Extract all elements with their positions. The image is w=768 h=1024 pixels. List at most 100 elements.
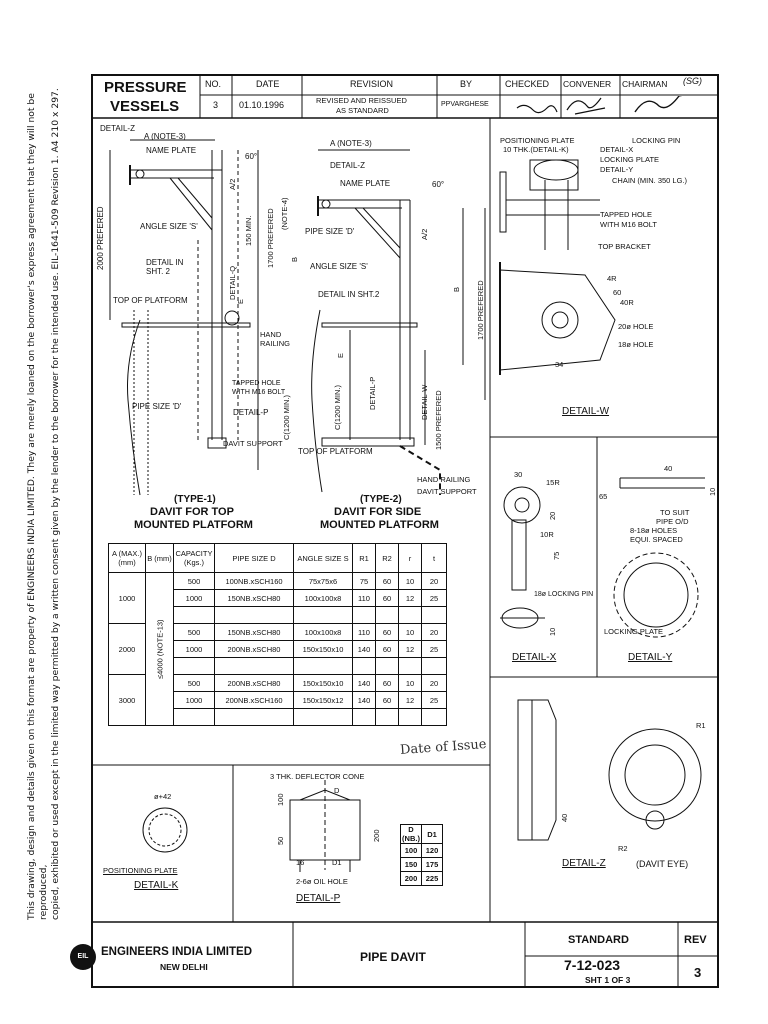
header-title-line2: VESSELS <box>110 98 180 115</box>
y-to-suit: TO SUIT <box>660 508 690 517</box>
detail-y-label: DETAIL-Y <box>628 652 673 663</box>
type2-label: (TYPE-2) <box>360 494 402 505</box>
detail-z-label: DETAIL-Z <box>562 858 606 869</box>
chairman-sign: (SG) <box>683 76 702 86</box>
cell-a: 2000 <box>108 623 146 675</box>
z-r2: R2 <box>618 844 628 853</box>
x-10r: 10R <box>540 530 554 539</box>
cell: 175 <box>421 857 443 872</box>
z-r1: R1 <box>696 721 706 730</box>
type1-title-line2: MOUNTED PLATFORM <box>134 519 253 531</box>
col-revision: REVISION <box>350 79 394 89</box>
w-60: 60 <box>613 288 622 297</box>
w-locking-plate: LOCKING PLATE <box>600 155 660 164</box>
y-pipe-od: PIPE O/D <box>656 517 689 526</box>
cell: 20 <box>421 572 447 590</box>
w-18-hole: 18ø HOLE <box>618 340 654 349</box>
cell: 100NB.xSCH160 <box>214 572 294 590</box>
detail-k-label: DETAIL-K <box>134 880 179 891</box>
detail-z-sub: (DAVIT EYE) <box>636 859 689 869</box>
cell: 110 <box>352 623 376 641</box>
cell: 60 <box>375 674 399 692</box>
th-pipe-size: PIPE SIZE D <box>214 543 294 573</box>
cell: 200NB.xSCH80 <box>214 640 294 658</box>
col-by: BY <box>460 79 473 89</box>
cell: 150x150x10 <box>293 674 353 692</box>
rev-label: REV <box>684 934 707 946</box>
p-100: 100 <box>276 793 285 806</box>
cell: 120 <box>421 843 443 858</box>
t1-detail-in-sht2: DETAIL IN SHT. 2 <box>146 258 184 276</box>
th-r2: R2 <box>375 543 399 573</box>
t1-angle-size: ANGLE SIZE 'S' <box>140 222 198 231</box>
eil-logo: EIL <box>70 944 96 970</box>
w-positioning-plate: POSITIONING PLATE <box>500 136 575 145</box>
t2-name-plate: NAME PLATE <box>340 179 391 188</box>
cell: 20 <box>421 623 447 641</box>
p-deflector: 3 THK. DEFLECTOR CONE <box>270 772 365 781</box>
dim-e: E <box>236 298 245 304</box>
cell: 200NB.xSCH160 <box>214 691 294 709</box>
cell: 12 <box>398 640 422 658</box>
drawing-title: PIPE DAVIT <box>360 950 426 964</box>
cell: 150x150x12 <box>293 691 353 709</box>
y-holes: 8-18ø HOLES <box>630 526 678 535</box>
t2-top-of-platform: TOP OF PLATFORM <box>298 447 373 456</box>
detail-w-label: DETAIL-W <box>562 406 610 417</box>
cell: 60 <box>375 572 399 590</box>
col-no: NO. <box>205 79 222 89</box>
cell: 60 <box>375 691 399 709</box>
t2-davit-support: DAVIT SUPPORT <box>417 487 477 496</box>
cell: 150NB.xSCH80 <box>214 589 294 607</box>
cell: 200NB.xSCH80 <box>214 674 294 692</box>
w-top-bracket: TOP BRACKET <box>598 242 651 251</box>
cell: 110 <box>352 589 376 607</box>
sheet-number: SHT 1 OF 3 <box>585 975 631 985</box>
dim-c1200: C(1200 MIN.) <box>282 394 291 440</box>
t1-with-m16: WITH M16 BOLT <box>232 389 286 396</box>
t2-pipe-size: PIPE SIZE 'D' <box>305 227 355 236</box>
col-checked: CHECKED <box>505 79 550 89</box>
t2-dim-a2: A/2 <box>420 228 429 240</box>
y-equi-spaced: EQUI. SPACED <box>630 535 683 544</box>
w-4r: 4R <box>607 274 617 283</box>
x-15r: 15R <box>546 478 560 487</box>
th-capacity: CAPACITY (Kgs.) <box>173 543 215 573</box>
cell: 150 <box>400 857 422 872</box>
t2-a-note3: A (NOTE-3) <box>330 139 372 148</box>
detail-x-label: DETAIL-X <box>512 652 557 663</box>
dim-note4: (NOTE-4) <box>280 197 289 231</box>
y-locking-plate: LOCKING PLATE <box>604 627 664 636</box>
t2-dim-1700: 1700 PREFERED <box>476 280 485 340</box>
cell: 12 <box>398 691 422 709</box>
col-chairman: CHAIRMAN <box>622 79 668 89</box>
t2-detail-p: DETAIL-P <box>368 376 377 410</box>
revision-line1: REVISED AND REISSUED <box>316 96 407 105</box>
t2-dim-1500: 1500 PREFERED <box>434 390 443 450</box>
cell: 60 <box>375 589 399 607</box>
w-tapped-hole: TAPPED HOLE <box>600 210 652 219</box>
signatures <box>516 96 683 115</box>
th-r1: R1 <box>352 543 376 573</box>
w-20-hole: 20ø HOLE <box>618 322 654 331</box>
cell: 10 <box>398 572 422 590</box>
cell: 200 <box>400 871 422 886</box>
w-with-m16: WITH M16 BOLT <box>600 220 657 229</box>
cell: 25 <box>421 691 447 709</box>
t1-tapped-hole: TAPPED HOLE <box>232 380 281 387</box>
w-locking-pin: LOCKING PIN <box>632 136 681 145</box>
cell: 25 <box>421 589 447 607</box>
th-a: A (MAX.) (mm) <box>108 543 146 573</box>
rev-date: 01.10.1996 <box>239 100 285 110</box>
type1-title-line1: DAVIT FOR TOP <box>150 506 234 518</box>
x-75: 75 <box>552 551 561 560</box>
th-b: B (mm) <box>145 543 174 573</box>
t1-detail-z: DETAIL-Z <box>100 124 135 133</box>
cell: 60 <box>375 640 399 658</box>
t2-detail-in-sht2: DETAIL IN SHT.2 <box>318 290 380 299</box>
